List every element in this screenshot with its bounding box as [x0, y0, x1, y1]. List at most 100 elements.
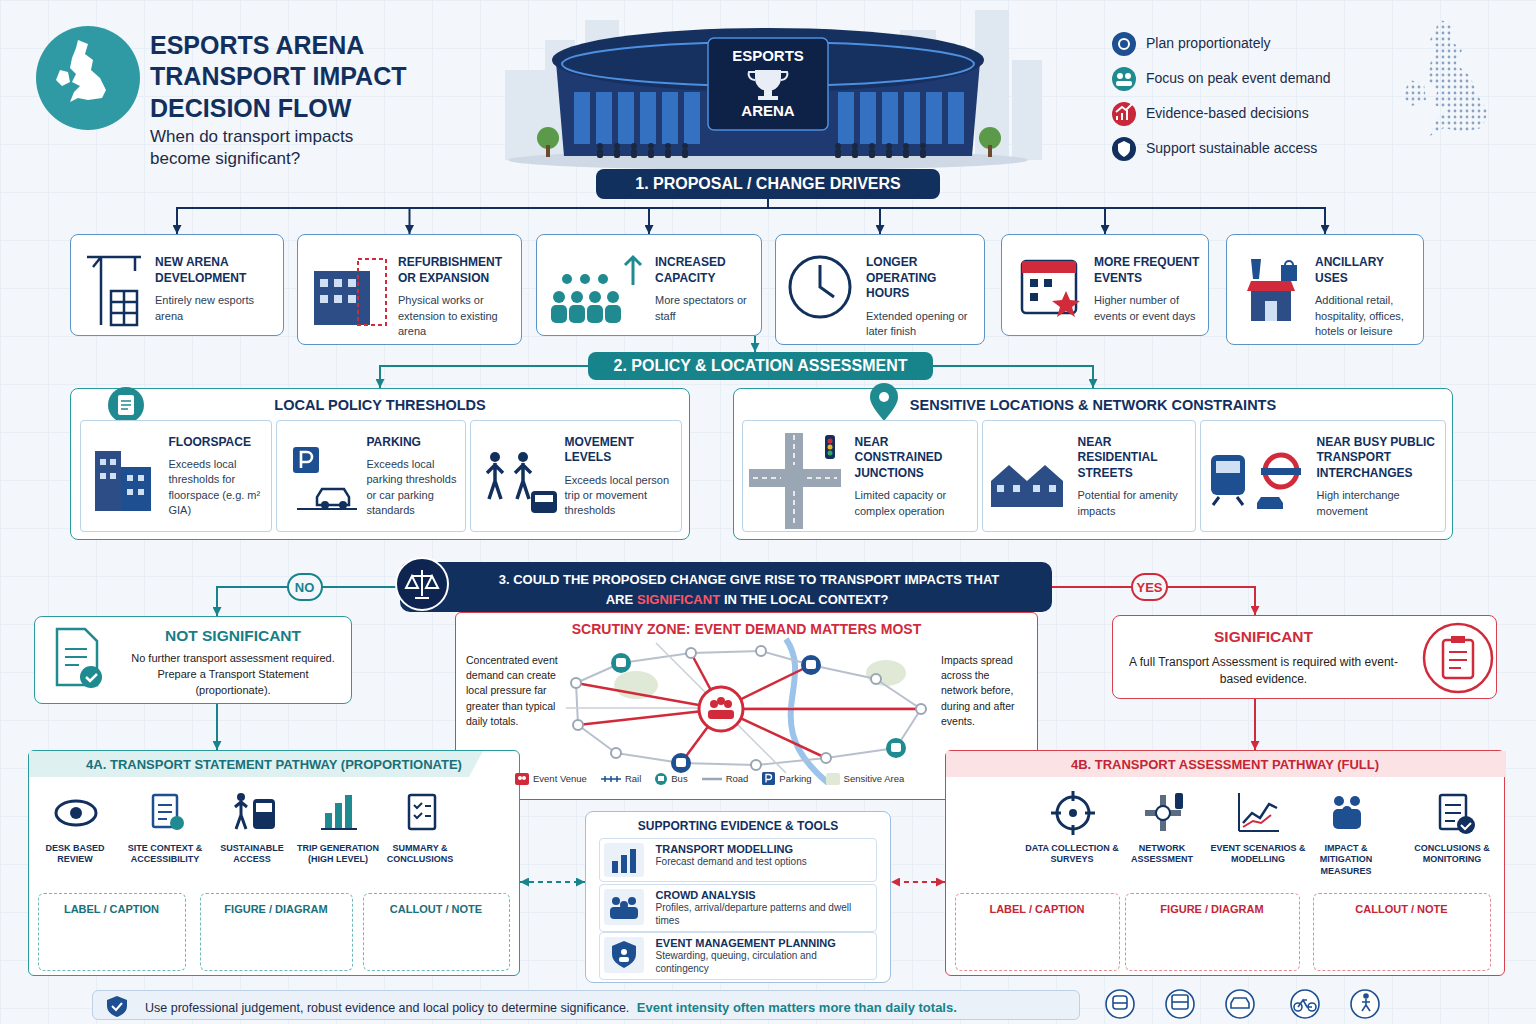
node-text: Use professional judgement, robust evide…	[145, 1001, 629, 1015]
node-text: 4B. TRANSPORT ASSESSMENT PATHWAY (FULL)	[946, 751, 1504, 772]
node-text: Extended opening or later finish	[866, 309, 978, 340]
criterion-box: NEAR BUSY PUBLIC TRANSPORT INTERCHANGESH…	[1200, 420, 1446, 532]
principle-icons	[1112, 32, 1136, 161]
connector	[768, 199, 1105, 234]
title-icon	[36, 26, 140, 130]
criterion-box: PARKING Exceeds local parking thresholds …	[276, 420, 466, 532]
outcome-box: NOT SIGNIFICANTNo further transport asse…	[34, 616, 352, 704]
text-label: DESK BASED REVIEW	[27, 843, 123, 866]
text-label: DATA COLLECTION & SURVEYS	[1024, 843, 1120, 866]
tool-box: CROWD ANALYSISProfiles, arrival/departur…	[599, 884, 877, 932]
legend-text: Bus	[671, 773, 687, 784]
node-text: Entirely new esports arena	[155, 293, 277, 324]
node-text: CALLOUT / NOTE	[1314, 894, 1490, 915]
edge-label: YES	[1131, 573, 1168, 601]
node-icon	[1002, 235, 1210, 337]
connector	[380, 366, 588, 388]
node-text: FIGURE / DIAGRAM	[201, 894, 352, 915]
node-text: 4A. TRANSPORT STATEMENT PATHWAY (PROPORT…	[29, 751, 519, 772]
tools-panel: SUPPORTING EVIDENCE & TOOLSTRANSPORT MOD…	[585, 811, 891, 983]
node-text: INCREASED CAPACITY	[655, 255, 755, 286]
legend-swatch	[702, 776, 722, 782]
pathway-panel: 4B. TRANSPORT ASSESSMENT PATHWAY (FULL) L…	[945, 750, 1505, 976]
node-text: NEAR BUSY PUBLIC TRANSPORT INTERCHANGES	[1317, 435, 1441, 482]
node-text: PARKING	[367, 435, 461, 451]
node-text: Exceeds local person trip or movement th…	[565, 473, 677, 519]
connector	[933, 366, 1093, 388]
placeholder-box: LABEL / CAPTION	[38, 893, 186, 971]
node-text: 1. PROPOSAL / CHANGE DRIVERS	[635, 175, 901, 193]
node-text: Event intensity often matters more than …	[637, 1000, 957, 1015]
legend-text: Rail	[625, 773, 641, 784]
node-text: Exceeds local parking thresholds or car …	[367, 457, 461, 519]
node-text: EVENT MANAGEMENT PLANNING	[656, 937, 872, 949]
connector	[216, 704, 218, 750]
node-icon	[537, 235, 763, 337]
node-text: 2. POLICY & LOCATION ASSESSMENT	[614, 357, 908, 375]
connector	[754, 336, 756, 352]
legend-text: Event Venue	[533, 773, 587, 784]
node-text: LONGER OPERATING HOURS	[866, 255, 978, 302]
legend-item: Bus	[655, 773, 687, 785]
text-label: Evidence-based decisions	[1146, 105, 1366, 121]
criterion-box: FLOORSPACEExceeds local thresholds for f…	[80, 420, 272, 532]
node-text: MORE FREQUENT EVENTS	[1094, 255, 1202, 286]
text-label: NETWORK ASSESSMENT	[1114, 843, 1210, 866]
criterion-box: NEAR RESIDENTIAL STREETSPotential for am…	[982, 420, 1196, 532]
text-label: CONCLUSIONS & MONITORING	[1404, 843, 1500, 866]
edge-label: NO	[287, 573, 323, 601]
legend-text: Sensitive Area	[844, 773, 905, 784]
stage-header: 2. POLICY & LOCATION ASSESSMENT	[588, 352, 933, 380]
node-text: NOT SIGNIFICANT	[123, 627, 343, 645]
diagram-caption: When do transport impacts become signifi…	[150, 126, 410, 170]
mode-icons	[1106, 990, 1379, 1018]
node-text: FIGURE / DIAGRAM	[1126, 894, 1299, 915]
driver-box: NEW ARENA DEVELOPMENT Entirely new esport…	[70, 234, 284, 336]
legend-swatch	[826, 773, 840, 785]
text-label: TRIP GENERATION (HIGH LEVEL)	[290, 843, 386, 866]
node-text: CROWD ANALYSIS	[656, 889, 872, 901]
connector	[520, 881, 585, 883]
node-text: Impacts spread across the network before…	[941, 653, 1027, 729]
driver-box: INCREASED CAPACITYMore spectators or sta…	[536, 234, 762, 336]
node-text: SENSITIVE LOCATIONS & NETWORK CONSTRAINT…	[734, 389, 1452, 413]
placeholder-box: FIGURE / DIAGRAM	[200, 893, 353, 971]
skyline	[505, 10, 1042, 160]
node-text: SIGNIFICANT	[1123, 628, 1404, 646]
node-text: REFURBISHMENT OR EXPANSION	[398, 255, 515, 286]
text-label: Plan proportionately	[1146, 35, 1366, 51]
text-label: SITE CONTEXT & ACCESSIBILITY	[117, 843, 213, 866]
stage-header: 1. PROPOSAL / CHANGE DRIVERS	[596, 169, 940, 199]
node-text: Higher number of events or event days	[1094, 293, 1202, 324]
legend-item: Sensitive Area	[826, 773, 905, 785]
text-label: EVENT SCENARIOS & MODELLING	[1210, 843, 1306, 866]
legend-swatch	[655, 773, 667, 785]
connector	[768, 199, 880, 234]
node-text: NEW ARENA DEVELOPMENT	[155, 255, 277, 286]
node-text: MOVEMENT LEVELS	[565, 435, 677, 466]
node-text: SIGNIFICANT	[637, 592, 720, 607]
legend-item: Rail	[601, 773, 641, 784]
diagram-title: ESPORTS ARENA TRANSPORT IMPACT DECISION …	[150, 30, 420, 124]
node-icon	[298, 235, 523, 337]
criterion-box: NEAR CONSTRAINED JUNCTIONSLimited capaci…	[742, 420, 978, 532]
connector	[1254, 699, 1256, 750]
node-text: LABEL / CAPTION	[956, 894, 1119, 915]
legend-item: Event Venue	[515, 773, 587, 785]
legend-item: Parking	[762, 772, 811, 785]
placeholder-box: CALLOUT / NOTE	[1313, 893, 1491, 971]
node-text: CALLOUT / NOTE	[364, 894, 509, 915]
legend-swatch	[762, 772, 775, 785]
node-icon	[1227, 235, 1425, 337]
node-icon	[71, 235, 285, 337]
legend-text: Parking	[779, 773, 811, 784]
uk-dot-map	[1402, 20, 1488, 136]
node-text: Stewarding, queuing, circulation and con…	[656, 949, 872, 975]
node-text: Concentrated event demand can create loc…	[466, 653, 558, 729]
map-legend: Event Venue Rail Bus Road Parking Sensitive A…	[515, 772, 904, 785]
driver-box: MORE FREQUENT EVENTS Higher number of eve…	[1001, 234, 1209, 336]
legend-text: Road	[726, 773, 749, 784]
decision-banner: 3. COULD THE PROPOSED CHANGE GIVE RISE T…	[400, 562, 1052, 612]
placeholder-box: LABEL / CAPTION	[955, 893, 1120, 971]
driver-box: ANCILLARY USESAdditional retail, hospita…	[1226, 234, 1424, 345]
